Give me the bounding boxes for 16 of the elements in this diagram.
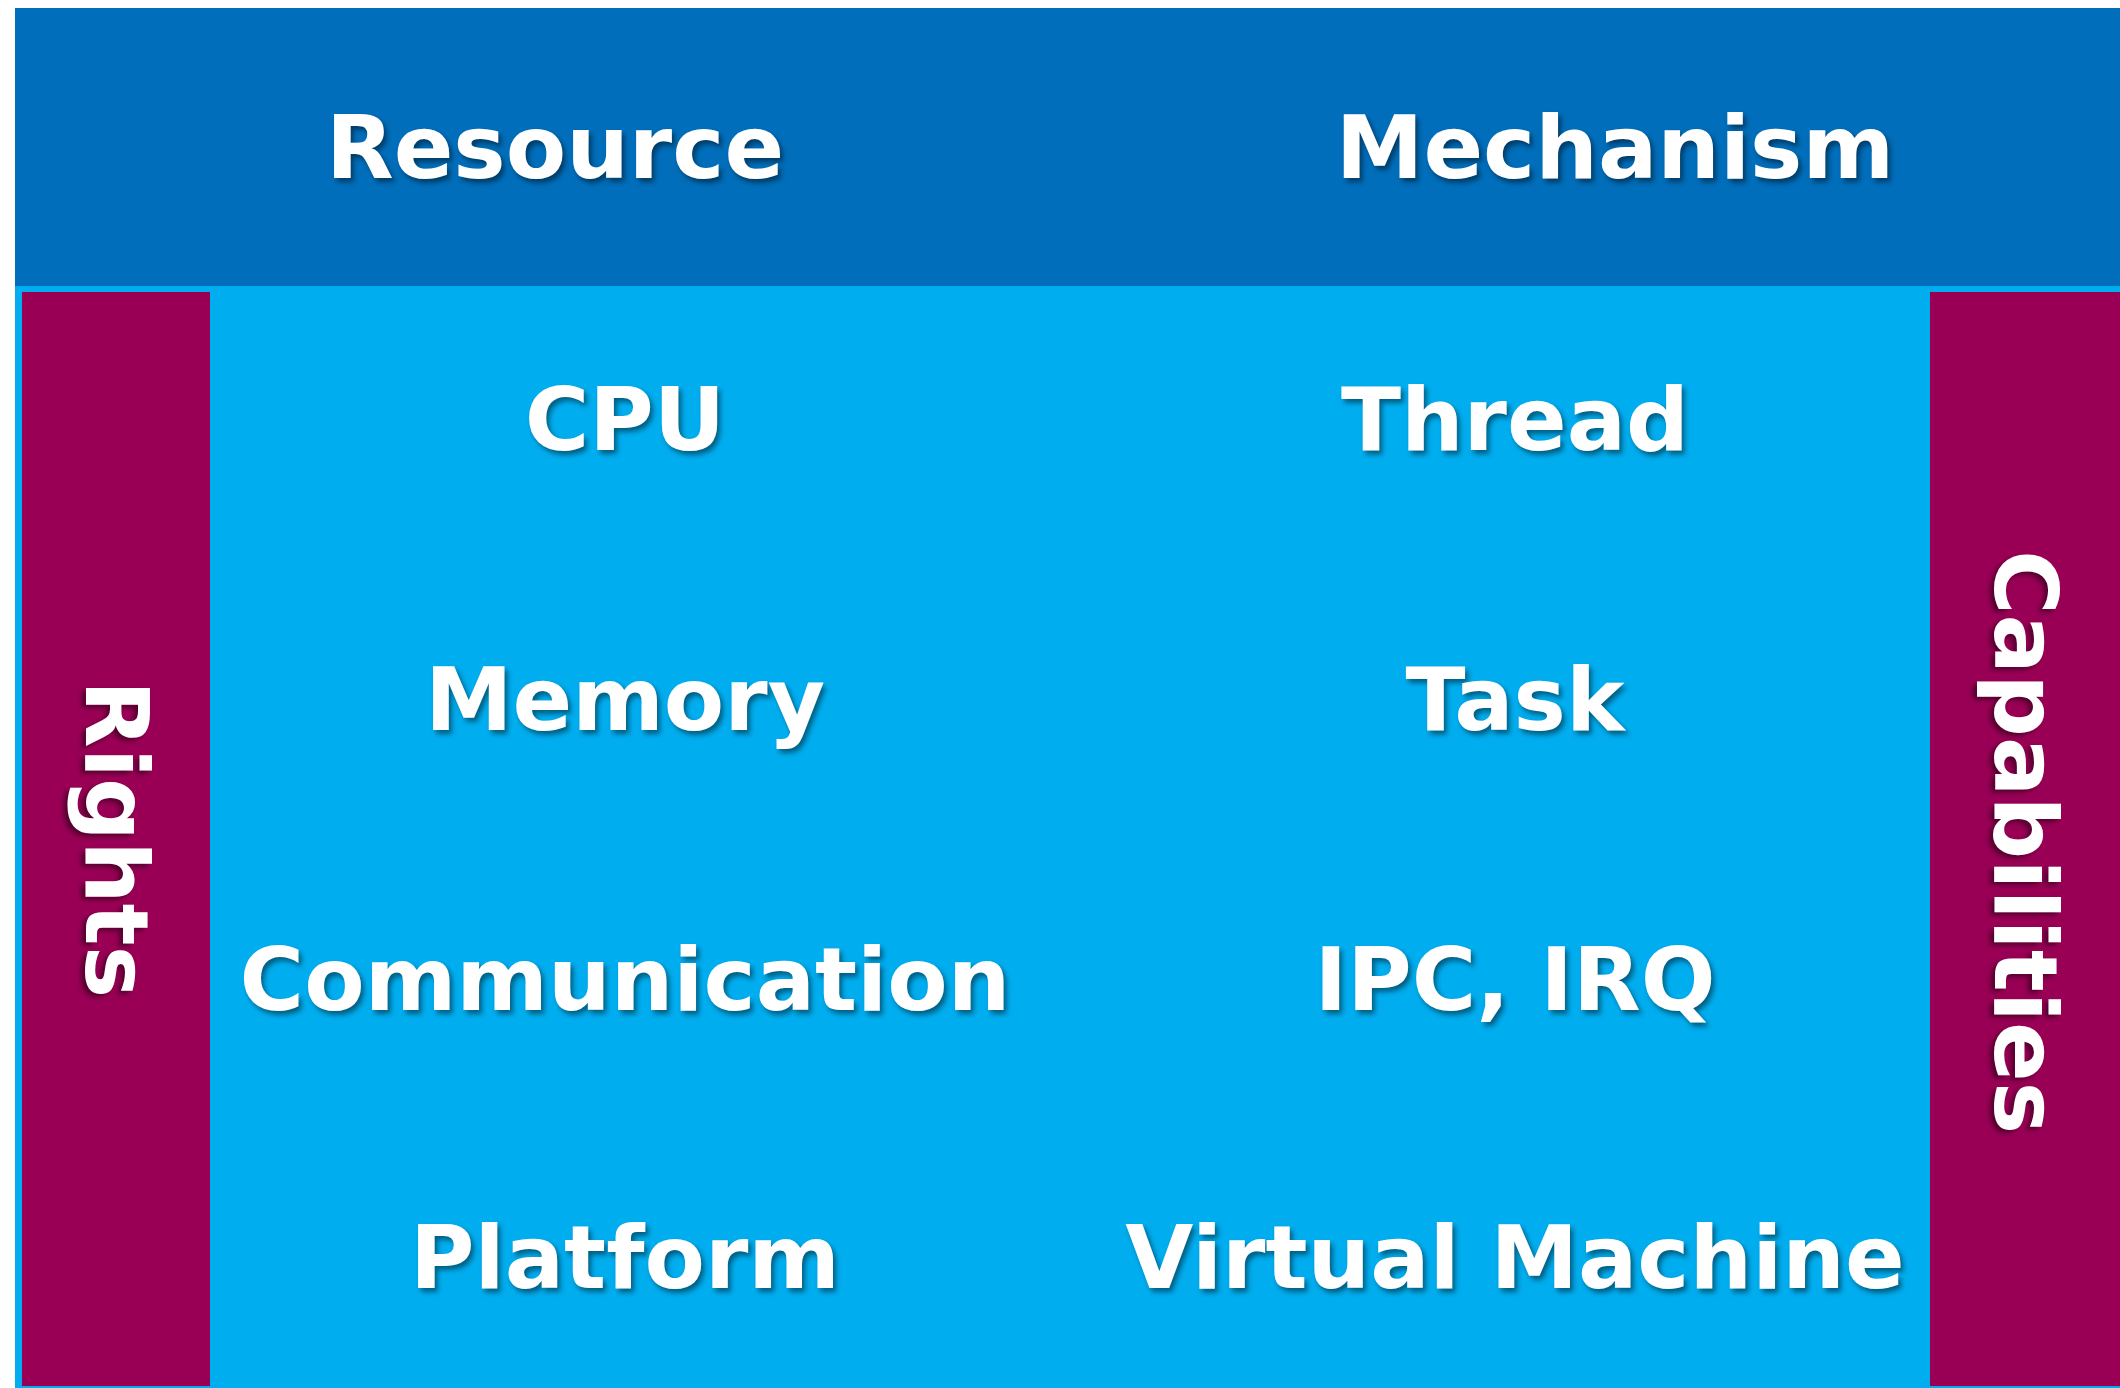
table-entry: Virtual Machine: [1125, 1209, 1905, 1307]
table-entry: Task: [1405, 651, 1625, 749]
table-entry: Platform: [410, 1209, 840, 1307]
table-entry: CPU: [524, 371, 726, 469]
column-heading: Resource: [325, 99, 785, 197]
side-bar: [22, 292, 210, 1386]
side-label: Capabilities: [1976, 549, 2074, 1135]
column-heading: Mechanism: [1335, 99, 1895, 197]
table-entry: Memory: [424, 651, 826, 749]
table-entry: IPC, IRQ: [1314, 931, 1716, 1029]
content-panel: [15, 286, 2120, 1388]
header-band: [15, 8, 2120, 286]
table-entry: Thread: [1340, 371, 1690, 469]
side-bar: [1930, 292, 2120, 1386]
table-entry: Communication: [239, 931, 1011, 1029]
side-label: Rights: [67, 680, 165, 998]
